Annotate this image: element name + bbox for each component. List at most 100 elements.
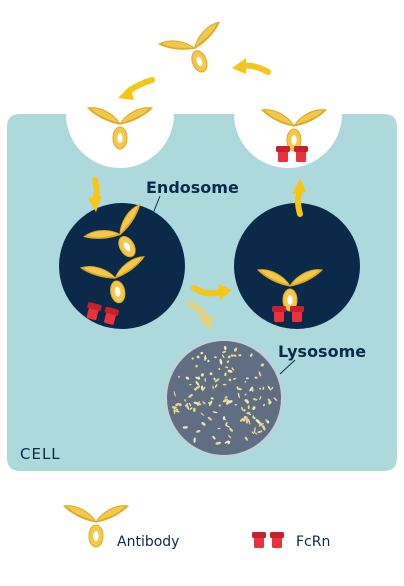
antibody-fragment bbox=[171, 406, 177, 409]
antibody-fragment bbox=[222, 383, 227, 386]
antibody-fragment bbox=[259, 387, 262, 390]
antibody-fragment bbox=[228, 378, 232, 382]
antibody-fragment bbox=[201, 422, 206, 426]
endosome-label: Endosome bbox=[146, 178, 239, 197]
antibody-fragment bbox=[254, 426, 256, 433]
antibody-fragment bbox=[222, 354, 225, 359]
endosome-left bbox=[59, 203, 185, 329]
antibody-fragment bbox=[225, 422, 228, 426]
antibody-fragment bbox=[173, 408, 176, 415]
antibody-fragment bbox=[224, 396, 228, 399]
antibody-fragment bbox=[236, 387, 242, 391]
antibody-fragment bbox=[198, 403, 202, 406]
antibody-fragment bbox=[254, 376, 258, 379]
antibody-fragment bbox=[243, 409, 246, 412]
antibody-fragment bbox=[266, 420, 270, 424]
antibody-fragment bbox=[225, 424, 230, 428]
antibody-fragment bbox=[273, 397, 278, 401]
antibody-fragment bbox=[238, 354, 242, 357]
antibody-fragment bbox=[209, 400, 213, 406]
antibody-fragment bbox=[189, 402, 192, 407]
antibody-icon bbox=[261, 109, 327, 152]
antibody-icon bbox=[158, 21, 234, 84]
antibody-fragment bbox=[218, 404, 221, 407]
antibody-fragment bbox=[212, 411, 218, 414]
antibody-fragment bbox=[255, 419, 261, 424]
antibody-fragment bbox=[207, 359, 210, 363]
antibody-fragment bbox=[267, 385, 272, 391]
antibody-fragment bbox=[195, 376, 201, 380]
antibody-fragment bbox=[241, 406, 244, 411]
antibody-fragment bbox=[226, 400, 230, 405]
antibody-fragment bbox=[227, 355, 231, 359]
antibody-fragment bbox=[214, 384, 218, 388]
antibody-fragment bbox=[240, 418, 244, 422]
antibody-fragment bbox=[192, 407, 196, 412]
antibody-fragment bbox=[222, 350, 227, 354]
antibody-fragment bbox=[209, 372, 213, 376]
antibody-fragment bbox=[210, 397, 214, 400]
antibody-fragment bbox=[195, 430, 201, 433]
antibody-fragment bbox=[260, 363, 265, 367]
antibody-icon bbox=[87, 107, 153, 150]
antibody-fragment bbox=[222, 416, 226, 421]
antibody-fragment bbox=[212, 385, 214, 390]
antibody-fragment bbox=[234, 347, 238, 352]
antibody-fragment bbox=[213, 377, 216, 381]
antibody-fragment bbox=[195, 364, 198, 368]
antibody-fragment bbox=[184, 402, 189, 407]
antibody-fragment bbox=[262, 386, 265, 390]
antibody-fragment bbox=[219, 358, 223, 365]
antibody-fragment bbox=[186, 404, 190, 411]
antibody-fragment bbox=[248, 413, 252, 416]
antibody-fragment bbox=[245, 377, 249, 380]
antibody-fragment bbox=[204, 377, 206, 382]
antibody-fragment bbox=[249, 386, 254, 392]
lysosome bbox=[165, 339, 283, 457]
antibody-fragment bbox=[248, 418, 251, 425]
antibody-fragment bbox=[212, 435, 216, 440]
antibody-fragment bbox=[188, 383, 192, 386]
antibody-fragment bbox=[237, 392, 240, 399]
antibody-fragment bbox=[252, 406, 256, 410]
endosome-right bbox=[234, 203, 360, 329]
antibody-fragment bbox=[213, 356, 217, 359]
antibody-fragment bbox=[200, 385, 204, 391]
curved-arrow-icon bbox=[292, 178, 306, 217]
antibody-fragment bbox=[200, 373, 204, 377]
antibody-fragment bbox=[228, 434, 232, 439]
antibody-fragment bbox=[226, 360, 230, 364]
antibody-fragment bbox=[217, 427, 221, 430]
antibody-fragment bbox=[196, 355, 200, 359]
antibody-fragment bbox=[185, 376, 190, 380]
curved-arrow-icon bbox=[88, 177, 102, 212]
antibody-fragment bbox=[244, 436, 248, 441]
antibody-fragment bbox=[188, 393, 193, 398]
antibody-fragment bbox=[262, 425, 266, 431]
antibody-fragment bbox=[215, 441, 222, 445]
antibody-fragment bbox=[244, 380, 247, 383]
antibody-fragment bbox=[258, 371, 262, 377]
antibody-fragment bbox=[257, 430, 263, 434]
curved-arrow-icon bbox=[187, 301, 214, 330]
curved-arrow-icon bbox=[191, 284, 232, 300]
antibody-fragment bbox=[222, 398, 229, 403]
antibody-fragment bbox=[234, 403, 238, 406]
antibody-fragment bbox=[191, 357, 194, 360]
antibody-fragment bbox=[227, 369, 233, 373]
antibody-fragment bbox=[259, 396, 262, 400]
antibody-fragment bbox=[247, 405, 250, 410]
lysosome-label: Lysosome bbox=[278, 342, 366, 361]
antibody-fragment bbox=[224, 372, 227, 377]
legend-fcrn-label: FcRn bbox=[296, 534, 330, 550]
lysosome-leader-line bbox=[279, 359, 296, 375]
curved-arrow-icon bbox=[232, 58, 271, 75]
antibody-fragment bbox=[225, 366, 229, 369]
antibody-fragment bbox=[195, 385, 201, 390]
antibody-fragment bbox=[201, 386, 206, 392]
legend: Antibody FcRn bbox=[63, 505, 330, 550]
antibody-fragments bbox=[171, 346, 278, 445]
antibody-fragment bbox=[268, 401, 272, 405]
antibody-fragment bbox=[195, 380, 200, 386]
antibody-fragment bbox=[173, 390, 176, 397]
